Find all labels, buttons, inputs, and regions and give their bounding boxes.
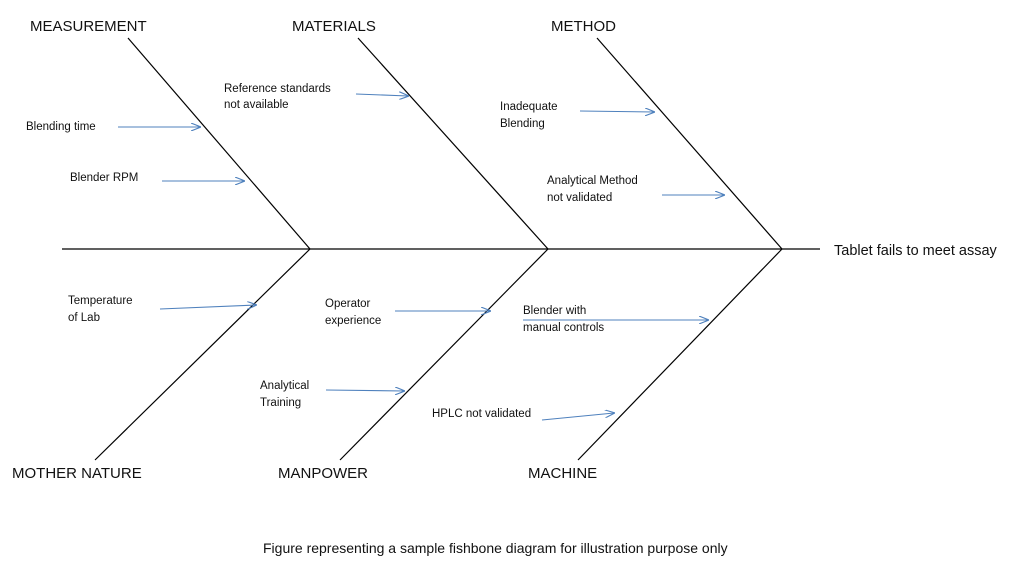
cause-label: HPLC not validated: [432, 408, 531, 420]
bone-measurement: [127, 37, 311, 250]
bone-mother-nature: [94, 248, 311, 461]
category-label-materials: MATERIALS: [292, 18, 376, 35]
cause-arrow: [579, 111, 654, 112]
cause-arrow: [541, 413, 614, 421]
cause-label: Blending time: [26, 121, 96, 133]
cause-arrow: [355, 94, 408, 96]
cause-label: Inadequate Blending: [500, 101, 561, 130]
cause-label: Reference standards not available: [224, 83, 334, 111]
category-label-manpower: MANPOWER: [278, 465, 368, 482]
effect-label: Tablet fails to meet assay: [834, 243, 998, 259]
category-label-mother-nature: MOTHER NATURE: [12, 465, 142, 482]
cause-arrow: [325, 390, 404, 391]
bone-machine: [577, 248, 783, 461]
cause-label: Blender RPM: [70, 172, 138, 184]
bone-method: [596, 37, 783, 250]
cause-label: Operator experience: [325, 298, 381, 327]
category-label-measurement: MEASUREMENT: [30, 18, 147, 35]
category-label-method: METHOD: [551, 18, 616, 35]
bone-materials: [357, 37, 549, 250]
figure-caption: Figure representing a sample fishbone di…: [263, 540, 728, 556]
cause-label: Analytical Training: [260, 380, 312, 409]
cause-label: Temperature of Lab: [68, 295, 136, 324]
category-label-machine: MACHINE: [528, 465, 597, 482]
cause-arrow: [159, 305, 256, 310]
bone-manpower: [339, 248, 549, 461]
cause-label: Analytical Method not validated: [547, 175, 641, 204]
cause-label: Blender with manual controls: [523, 305, 604, 334]
